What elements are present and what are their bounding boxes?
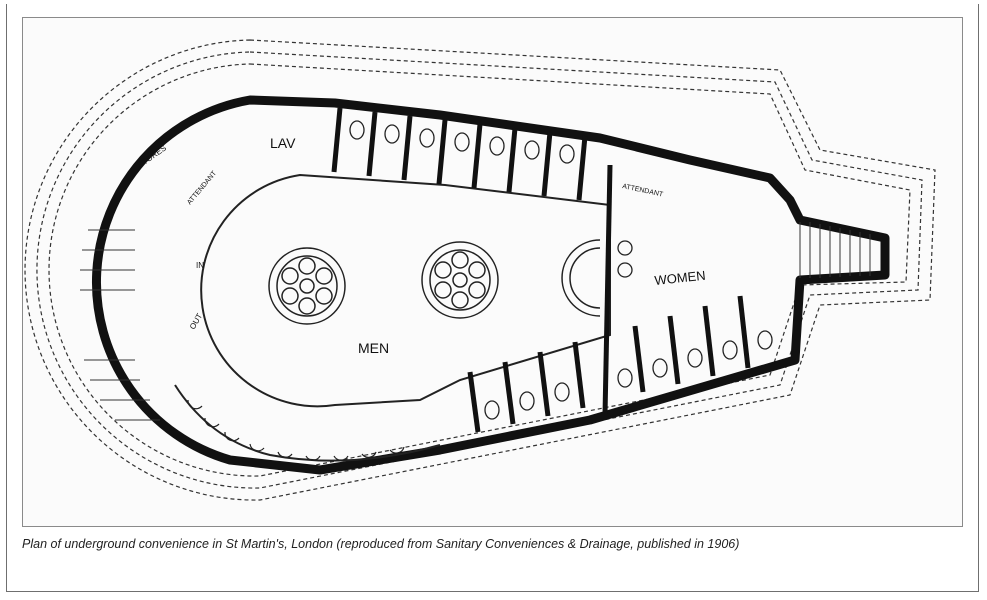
figure-caption: Plan of underground convenience in St Ma… <box>22 537 740 551</box>
cubicle-row-bottom <box>467 295 773 433</box>
urinal-row <box>174 384 441 462</box>
label-men: MEN <box>358 340 389 356</box>
outer-wall <box>91 95 890 475</box>
label-out: OUT <box>188 312 204 331</box>
urinal-arcs <box>187 399 405 461</box>
label-attendant-right: ATTENDANT <box>622 183 665 199</box>
figure-frame <box>6 4 979 592</box>
staircase-right <box>799 222 871 278</box>
boundary-lines <box>24 39 936 501</box>
floor-plan: MEN WOMEN LAV STORES ATTENDANT ATTENDANT… <box>24 39 936 501</box>
ventilation-grille-right <box>421 241 499 319</box>
label-attendant-left: ATTENDANT <box>186 169 218 206</box>
label-women: WOMEN <box>654 268 707 288</box>
ventilation-grille-left <box>268 247 346 325</box>
partition-wall <box>602 164 613 416</box>
basins-women <box>617 240 633 278</box>
label-lav: LAV <box>270 135 296 151</box>
label-in: IN <box>196 261 204 270</box>
plan-border <box>22 17 963 527</box>
ventilation-grille-half <box>561 239 601 317</box>
staircase-left <box>80 229 160 421</box>
cubicle-row-men-top <box>331 107 588 201</box>
inner-hall-wall <box>200 173 611 408</box>
